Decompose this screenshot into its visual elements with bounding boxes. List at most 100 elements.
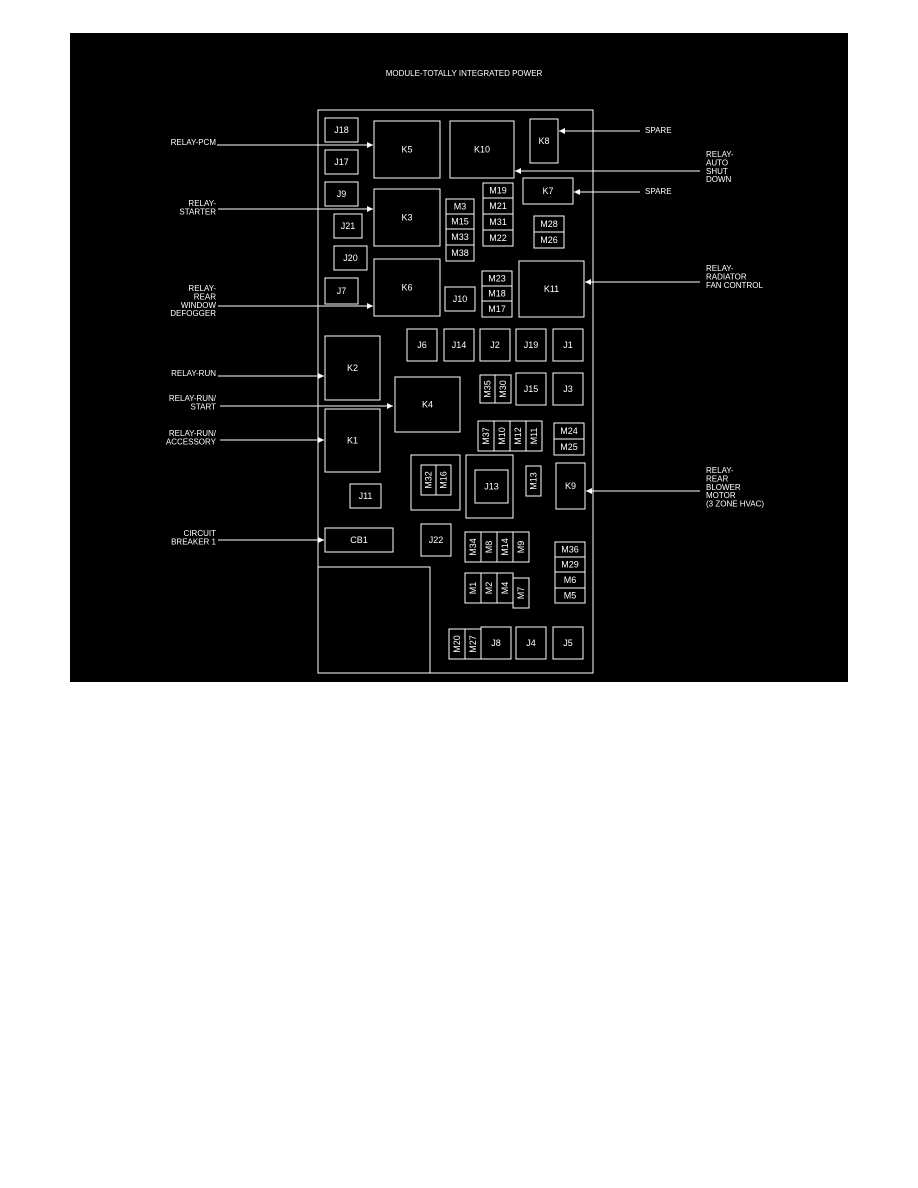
- component-outline: [482, 229, 514, 247]
- component-outline: [525, 420, 543, 452]
- component-outline: [515, 328, 547, 362]
- component-label: M13: [529, 472, 539, 490]
- component-j19: J19: [515, 328, 547, 362]
- component-outline: [406, 328, 438, 362]
- component-outline: [529, 118, 559, 164]
- callout-relay-starter: RELAY-STARTER: [179, 199, 373, 216]
- component-j11: J11: [349, 483, 382, 509]
- component-label: M11: [529, 428, 539, 445]
- component-outline: [443, 328, 475, 362]
- component-outline: [554, 587, 586, 604]
- component-outline: [349, 483, 382, 509]
- callout-text: FAN CONTROL: [706, 281, 763, 290]
- component-k4: K4: [394, 376, 461, 433]
- component-outline: [445, 244, 475, 262]
- callout-text: SHUT: [706, 167, 728, 176]
- component-label: K5: [401, 145, 412, 155]
- component-label: M19: [489, 186, 507, 196]
- component-k1: K1: [324, 408, 381, 473]
- component-label: J21: [341, 221, 356, 231]
- component-label: M22: [489, 233, 507, 243]
- component-label: M8: [484, 541, 494, 554]
- component-m30: M30: [494, 374, 512, 404]
- callout-relay-run-start: RELAY-RUN/START: [169, 394, 393, 411]
- component-outline: [333, 245, 368, 271]
- arrow-head-icon: [318, 537, 324, 543]
- component-label: J7: [337, 286, 347, 296]
- module-border: [317, 109, 594, 674]
- component-outline: [552, 626, 584, 660]
- component-label: M38: [451, 248, 469, 258]
- callout-text: RELAY-: [188, 199, 216, 208]
- component-outline: [394, 376, 461, 433]
- callout-text: CIRCUIT: [184, 529, 217, 538]
- component-label: J13: [484, 482, 499, 492]
- component-label: M29: [561, 560, 579, 570]
- component-label: K2: [347, 363, 358, 373]
- component-outline: [449, 120, 515, 179]
- diagram-background: [70, 33, 848, 682]
- callout-text: START: [191, 402, 217, 411]
- component-m5: M5: [554, 587, 586, 604]
- component-label: CB1: [350, 535, 368, 545]
- component-label: M14: [500, 538, 510, 556]
- component-label: M36: [561, 545, 579, 555]
- component-label: M4: [500, 582, 510, 595]
- component-j22: J22: [420, 523, 452, 557]
- component-label: K1: [347, 436, 358, 446]
- component-outline: [324, 117, 359, 143]
- component-outline: [480, 626, 512, 660]
- component-outline: [533, 231, 565, 249]
- component-outline: [479, 328, 511, 362]
- component-label: M2: [484, 582, 494, 595]
- component-outline: [552, 328, 584, 362]
- component-label: J22: [429, 535, 444, 545]
- component-label: J1: [563, 340, 573, 350]
- component-label: M26: [540, 235, 558, 245]
- component-j14: J14: [443, 328, 475, 362]
- component-j21: J21: [333, 213, 363, 239]
- component-outline: [373, 120, 441, 179]
- component-j17: J17: [324, 149, 359, 175]
- arrow-head-icon: [367, 206, 373, 212]
- callout-spare-2: SPARE: [574, 187, 672, 196]
- component-m26: M26: [533, 231, 565, 249]
- component-k9: K9: [555, 462, 586, 510]
- component-label: M18: [488, 289, 506, 299]
- component-outline: [324, 527, 394, 553]
- arrow-head-icon: [515, 168, 521, 174]
- component-j5: J5: [552, 626, 584, 660]
- component-label: J8: [491, 638, 501, 648]
- component-outline: [555, 462, 586, 510]
- component-label: M15: [451, 217, 469, 227]
- component-j6: J6: [406, 328, 438, 362]
- component-label: M20: [452, 635, 462, 653]
- component-label: J14: [452, 340, 467, 350]
- component-label: M7: [516, 587, 526, 600]
- callouts: RELAY-PCMRELAY-STARTERRELAY-REARWINDOWDE…: [166, 126, 765, 546]
- arrow-head-icon: [318, 437, 324, 443]
- component-outline: [494, 374, 512, 404]
- component-label: M3: [454, 202, 467, 212]
- component-label: M17: [488, 304, 506, 314]
- callout-text: MOTOR: [706, 491, 736, 500]
- component-cb1: CB1: [324, 527, 394, 553]
- callout-text: RELAY-: [188, 284, 216, 293]
- component-outline: [474, 469, 509, 504]
- component-j8: J8: [480, 626, 512, 660]
- component-j3: J3: [552, 372, 584, 406]
- component-outline: [373, 258, 441, 317]
- component-label: K9: [565, 481, 576, 491]
- component-label: J6: [417, 340, 427, 350]
- component-m11: M11: [525, 420, 543, 452]
- component-outline: [373, 188, 441, 247]
- component-outline: [333, 213, 363, 239]
- component-label: M24: [560, 426, 578, 436]
- component-label: M10: [497, 427, 507, 445]
- component-label: K11: [544, 284, 559, 294]
